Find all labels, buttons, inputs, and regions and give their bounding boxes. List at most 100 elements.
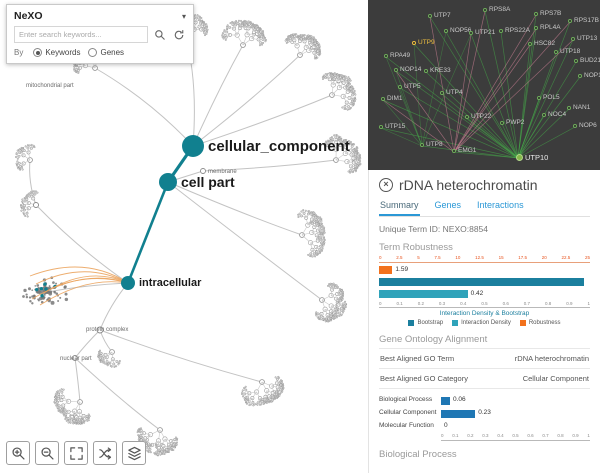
tree-node[interactable] bbox=[165, 451, 168, 454]
tree-node[interactable] bbox=[353, 143, 356, 146]
tree-node[interactable] bbox=[149, 451, 152, 454]
tree-node[interactable] bbox=[273, 398, 276, 401]
tree-node[interactable] bbox=[312, 40, 315, 43]
tree-node[interactable] bbox=[349, 106, 352, 109]
tree-node[interactable] bbox=[55, 292, 59, 295]
network-node[interactable]: PWP2 bbox=[500, 119, 524, 127]
tree-node[interactable] bbox=[338, 297, 341, 300]
tree-node[interactable] bbox=[276, 388, 279, 391]
tree-node[interactable] bbox=[286, 36, 289, 39]
tree-node[interactable] bbox=[258, 44, 261, 47]
tree-node[interactable] bbox=[30, 143, 33, 146]
tree-node[interactable] bbox=[244, 22, 247, 25]
tree-node[interactable] bbox=[265, 401, 268, 404]
tree-node[interactable] bbox=[139, 436, 142, 439]
network-node[interactable]: HSC82 bbox=[528, 40, 555, 48]
network-node[interactable]: RPL4A bbox=[534, 24, 561, 32]
tree-node[interactable] bbox=[300, 35, 303, 38]
tree-node[interactable] bbox=[276, 395, 279, 398]
tree-node[interactable] bbox=[69, 421, 72, 424]
tree-node[interactable] bbox=[324, 320, 327, 323]
tree-node[interactable] bbox=[348, 78, 351, 81]
tree-node[interactable] bbox=[338, 314, 341, 317]
tree-node[interactable] bbox=[244, 400, 247, 403]
tree-node[interactable] bbox=[316, 222, 319, 225]
tree-node[interactable] bbox=[298, 36, 301, 39]
tree-node[interactable] bbox=[348, 83, 351, 86]
tree-node[interactable] bbox=[16, 157, 19, 160]
tree-node[interactable] bbox=[262, 35, 265, 38]
tree-node[interactable] bbox=[198, 19, 201, 22]
tree-node[interactable] bbox=[175, 438, 178, 441]
tree-node[interactable] bbox=[351, 91, 354, 94]
tree-node[interactable] bbox=[347, 170, 350, 173]
tree-node[interactable] bbox=[81, 421, 84, 424]
network-node[interactable]: UTP13 bbox=[571, 35, 597, 43]
tree-node[interactable] bbox=[136, 431, 139, 434]
tree-node[interactable] bbox=[313, 57, 316, 60]
tree-node[interactable] bbox=[356, 164, 359, 167]
tree-node[interactable] bbox=[313, 212, 316, 215]
tree-node[interactable] bbox=[48, 285, 51, 288]
tree-node[interactable] bbox=[323, 229, 326, 232]
tree-node[interactable] bbox=[346, 108, 349, 111]
tree-node[interactable] bbox=[73, 63, 76, 66]
tree-node-highlight[interactable] bbox=[39, 287, 44, 291]
tree-node[interactable] bbox=[354, 170, 357, 173]
tree-node[interactable] bbox=[340, 289, 343, 292]
tree-node[interactable] bbox=[264, 388, 270, 394]
tree-node[interactable] bbox=[231, 20, 234, 23]
tree-node[interactable] bbox=[352, 101, 355, 104]
tree-node[interactable] bbox=[241, 391, 244, 394]
tree-node[interactable] bbox=[26, 194, 29, 197]
tree-node[interactable] bbox=[20, 205, 23, 208]
tree-node[interactable] bbox=[333, 72, 336, 75]
tree-node[interactable] bbox=[57, 409, 60, 412]
tree-node[interactable] bbox=[253, 23, 256, 26]
tree-node[interactable] bbox=[256, 25, 259, 28]
network-node[interactable]: POL5 bbox=[537, 94, 560, 102]
tree-node[interactable] bbox=[306, 47, 312, 53]
tree-node[interactable] bbox=[21, 202, 24, 205]
tree-node[interactable] bbox=[324, 73, 327, 76]
tree-node[interactable] bbox=[352, 88, 355, 91]
tree-node[interactable] bbox=[48, 291, 53, 296]
tree-node[interactable] bbox=[225, 25, 228, 28]
tree-node[interactable] bbox=[321, 77, 324, 80]
tree-node[interactable] bbox=[115, 365, 118, 368]
caret-down-icon[interactable]: ▾ bbox=[181, 11, 186, 21]
tree-node[interactable] bbox=[264, 40, 267, 43]
tree-node[interactable] bbox=[318, 49, 321, 52]
tree-node[interactable] bbox=[63, 285, 67, 289]
tree-node[interactable] bbox=[350, 142, 353, 145]
tree-node[interactable] bbox=[98, 358, 101, 361]
tree-node[interactable] bbox=[332, 317, 335, 320]
tree-node[interactable] bbox=[54, 393, 57, 396]
tree-node[interactable] bbox=[312, 37, 315, 40]
tree-node[interactable] bbox=[341, 298, 344, 301]
tree-node[interactable] bbox=[174, 441, 177, 444]
tree-node[interactable] bbox=[312, 212, 315, 215]
tree-node[interactable] bbox=[332, 282, 335, 285]
tree-node[interactable] bbox=[258, 26, 261, 29]
network-node[interactable]: UTP21 bbox=[469, 29, 495, 37]
tree-node[interactable] bbox=[349, 171, 352, 174]
tree-node[interactable] bbox=[349, 140, 352, 143]
tree-node[interactable] bbox=[240, 393, 243, 396]
network-node[interactable]: NOP56 bbox=[444, 27, 471, 35]
tree-node[interactable] bbox=[100, 360, 103, 363]
tree-node[interactable] bbox=[74, 422, 77, 425]
tree-node[interactable] bbox=[295, 33, 298, 36]
tree-node[interactable] bbox=[53, 290, 56, 293]
tree-node[interactable] bbox=[342, 308, 345, 311]
radio-genes[interactable] bbox=[88, 48, 98, 57]
tree-node[interactable] bbox=[351, 86, 354, 89]
network-node[interactable]: NOP14 bbox=[394, 66, 421, 74]
tree-node[interactable] bbox=[237, 19, 240, 22]
tree-node[interactable] bbox=[358, 159, 361, 162]
tree-node[interactable] bbox=[263, 401, 266, 404]
refresh-icon[interactable] bbox=[171, 27, 186, 42]
zoom-in-button[interactable] bbox=[6, 441, 30, 465]
tree-node[interactable] bbox=[357, 152, 360, 155]
